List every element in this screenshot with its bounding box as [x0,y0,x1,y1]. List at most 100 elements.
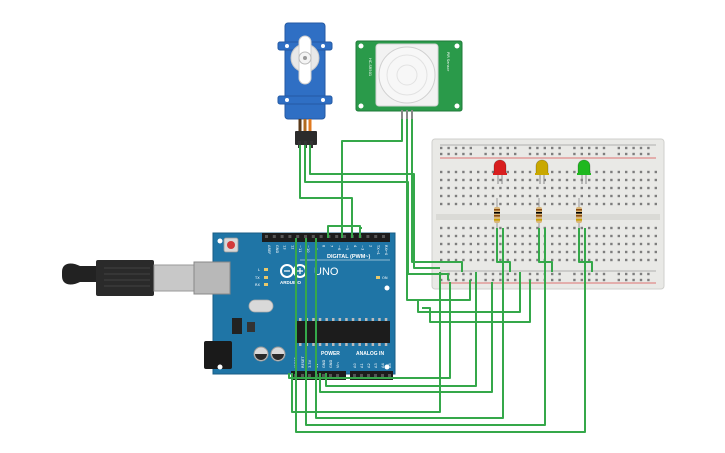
breadboard-hole[interactable] [588,234,591,238]
breadboard-hole[interactable] [440,258,443,262]
breadboard-hole[interactable] [543,194,546,198]
led[interactable] [493,159,507,184]
breadboard-hole[interactable] [647,202,650,206]
breadboard-hole[interactable] [625,278,628,282]
breadboard-hole[interactable] [602,186,606,190]
breadboard-hole[interactable] [632,186,635,190]
header-pin[interactable] [301,374,304,377]
breadboard-hole[interactable] [639,146,643,150]
breadboard-hole[interactable] [588,278,591,282]
breadboard-hole[interactable] [499,152,502,156]
breadboard-hole[interactable] [558,178,561,182]
breadboard-hole[interactable] [632,250,635,254]
breadboard-hole[interactable] [528,202,532,206]
breadboard-hole[interactable] [462,152,465,156]
breadboard-hole[interactable] [484,258,487,262]
breadboard-hole[interactable] [580,186,583,190]
breadboard-hole[interactable] [610,186,613,190]
breadboard-hole[interactable] [565,186,569,190]
resistor[interactable] [576,198,582,236]
breadboard-hole[interactable] [484,186,487,190]
breadboard-hole[interactable] [625,186,628,190]
wire-pir-vcc[interactable] [406,119,471,301]
breadboard-hole[interactable] [499,242,502,246]
breadboard-hole[interactable] [632,152,635,156]
breadboard-hole[interactable] [617,278,620,282]
breadboard-hole[interactable] [639,202,643,206]
breadboard-hole[interactable] [565,202,569,206]
breadboard-hole[interactable] [514,242,517,246]
breadboard-hole[interactable] [484,146,487,150]
breadboard-hole[interactable] [506,170,509,174]
breadboard-hole[interactable] [491,250,495,254]
breadboard-hole[interactable] [447,226,450,230]
breadboard-hole[interactable] [551,170,554,174]
breadboard-hole[interactable] [462,242,465,246]
usb-port[interactable] [193,261,231,295]
breadboard-hole[interactable] [588,258,591,262]
breadboard-hole[interactable] [647,170,650,174]
breadboard-hole[interactable] [588,186,591,190]
breadboard-hole[interactable] [573,226,576,230]
breadboard-hole[interactable] [573,258,576,262]
breadboard-hole[interactable] [595,250,598,254]
breadboard-hole[interactable] [477,186,480,190]
breadboard-hole[interactable] [506,242,509,246]
breadboard-hole[interactable] [632,202,635,206]
breadboard-hole[interactable] [639,272,643,276]
breadboard-hole[interactable] [625,202,628,206]
breadboard-hole[interactable] [580,242,583,246]
breadboard-hole[interactable] [573,186,576,190]
breadboard-hole[interactable] [440,202,443,206]
breadboard-hole[interactable] [454,226,458,230]
breadboard-hole[interactable] [506,202,509,206]
breadboard-hole[interactable] [595,186,598,190]
breadboard-hole[interactable] [454,194,458,198]
breadboard-hole[interactable] [573,152,576,156]
breadboard-hole[interactable] [440,226,443,230]
breadboard-hole[interactable] [447,242,450,246]
breadboard-hole[interactable] [565,258,569,262]
breadboard-hole[interactable] [551,202,554,206]
breadboard-hole[interactable] [551,194,554,198]
breadboard-hole[interactable] [491,278,495,282]
header-pin[interactable] [311,235,315,238]
breadboard-hole[interactable] [477,194,480,198]
breadboard-hole[interactable] [454,178,458,182]
breadboard-hole[interactable] [499,194,502,198]
breadboard-hole[interactable] [543,178,546,182]
breadboard-hole[interactable] [595,194,598,198]
wire-loop-right-b[interactable] [422,280,531,323]
breadboard-hole[interactable] [462,272,465,276]
breadboard-hole[interactable] [506,258,509,262]
breadboard-hole[interactable] [536,250,539,254]
breadboard-hole[interactable] [573,250,576,254]
breadboard-hole[interactable] [573,234,576,238]
breadboard-hole[interactable] [602,242,606,246]
led[interactable] [577,159,591,184]
breadboard-hole[interactable] [447,186,450,190]
breadboard-hole[interactable] [551,250,554,254]
breadboard-hole[interactable] [484,178,487,182]
breadboard-hole[interactable] [469,242,472,246]
breadboard-hole[interactable] [551,178,554,182]
wire-gnd-rail[interactable] [325,272,477,387]
breadboard-hole[interactable] [573,202,576,206]
led[interactable] [535,159,549,184]
breadboard-hole[interactable] [639,170,643,174]
wire-res-yellow[interactable] [538,228,553,272]
breadboard-hole[interactable] [639,278,643,282]
breadboard-hole[interactable] [580,226,583,230]
header-pin[interactable] [296,235,300,238]
header-pin[interactable] [374,235,378,238]
breadboard-hole[interactable] [632,226,635,230]
breadboard-hole[interactable] [654,226,657,230]
breadboard-hole[interactable] [462,170,465,174]
breadboard-hole[interactable] [558,202,561,206]
breadboard-hole[interactable] [528,258,532,262]
breadboard-hole[interactable] [528,152,532,156]
breadboard-hole[interactable] [610,194,613,198]
breadboard-hole[interactable] [602,194,606,198]
breadboard-hole[interactable] [595,226,598,230]
breadboard-hole[interactable] [617,226,620,230]
